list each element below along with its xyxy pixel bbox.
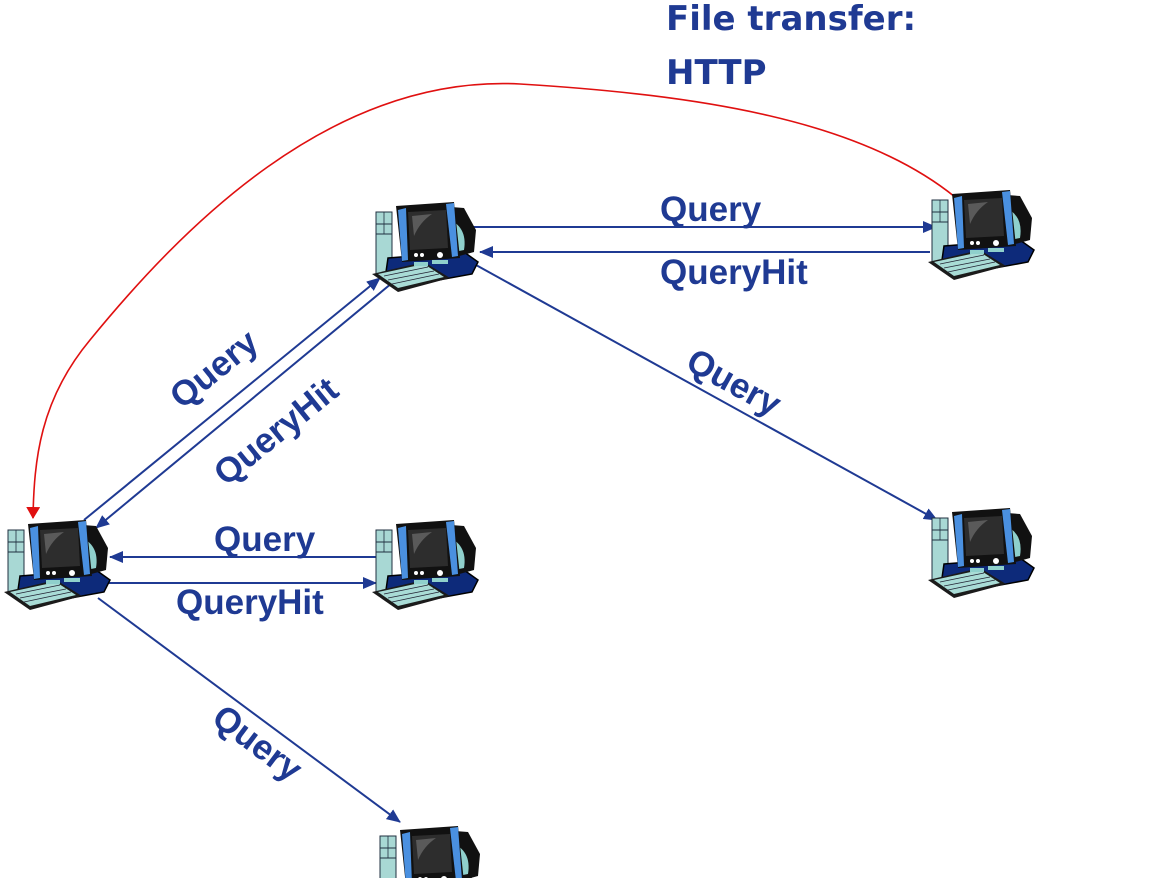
label-queryhit-diagonal: QueryHit	[206, 370, 346, 494]
label-query-diagonal: Query	[162, 322, 266, 416]
computer-icon	[375, 825, 483, 878]
computer-icon	[371, 519, 479, 611]
file-transfer-protocol: HTTP	[666, 53, 767, 93]
computer-icon	[371, 201, 479, 293]
label-query-right-diagonal: Query	[680, 341, 788, 424]
edge-query-top-middle-to-right	[475, 264, 938, 521]
edge-query-requester-to-bottom	[97, 597, 401, 823]
file-transfer-title: File transfer:	[666, 0, 916, 39]
label-query-top: Query	[660, 190, 762, 229]
label-queryhit-middle: QueryHit	[176, 583, 324, 622]
label-queryhit-top: QueryHit	[660, 253, 808, 292]
edge-query-requester-to-top-middle	[83, 277, 381, 521]
file-transfer-arrow	[26, 82, 956, 519]
label-query-middle: Query	[214, 520, 316, 559]
edge-queryhit-top-middle-to-requester	[95, 282, 393, 529]
computer-icon	[927, 189, 1035, 281]
computer-icon	[927, 507, 1035, 599]
computer-icon	[3, 519, 111, 611]
